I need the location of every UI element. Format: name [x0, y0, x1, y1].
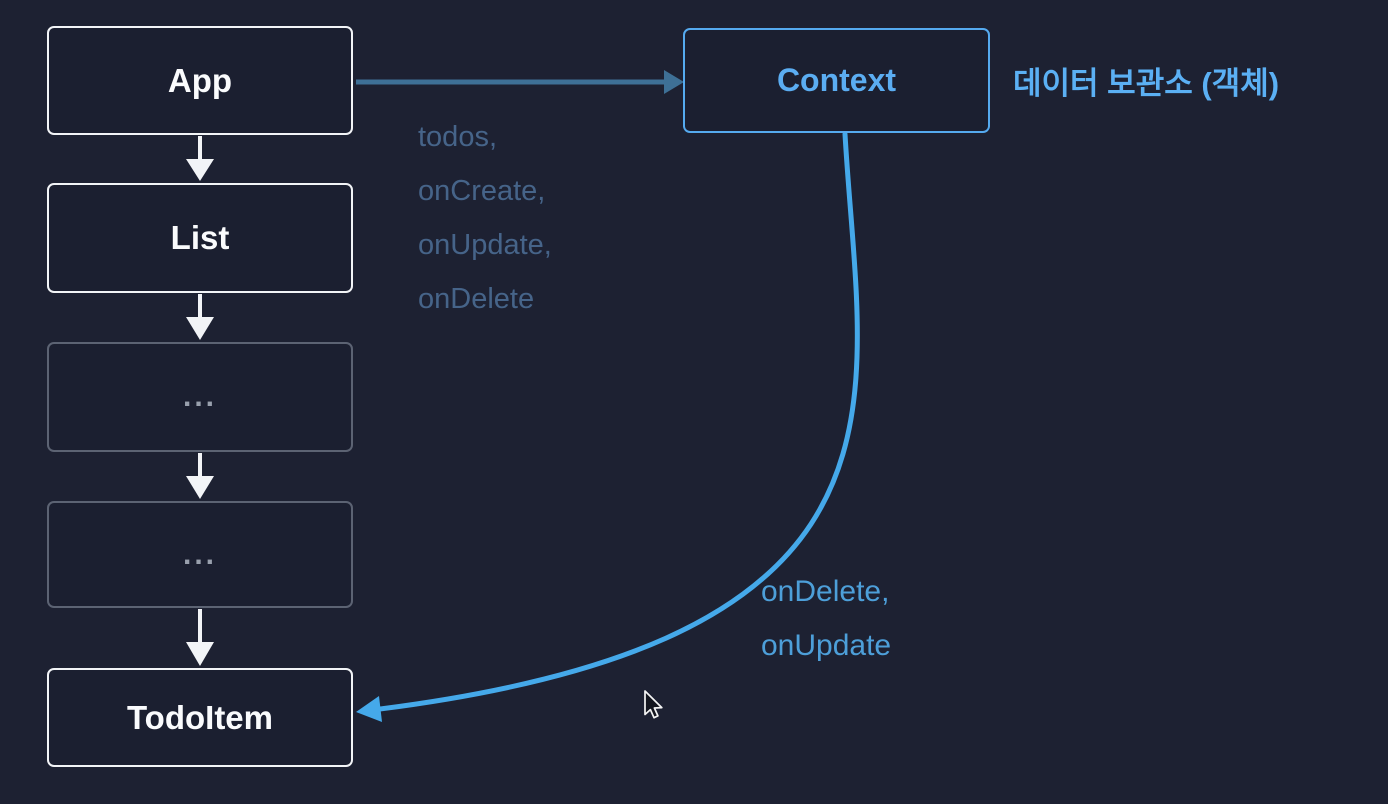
prop-label: onCreate,: [418, 175, 546, 207]
arrow-list-to-placeholder1: [186, 294, 214, 340]
arrow-placeholder1-to-placeholder2: [186, 453, 214, 499]
node-app: App: [47, 26, 353, 135]
prop-label: onDelete: [418, 283, 535, 315]
edge-label-context-to-todoitem: onDelete, onUpdate: [761, 565, 891, 673]
node-placeholder-1: ...: [47, 342, 353, 452]
node-todoitem: TodoItem: [47, 668, 353, 767]
edge-label-app-to-context: todos, onCreate, onUpdate, onDelete: [418, 110, 552, 326]
node-placeholder-2-label: ...: [182, 537, 217, 571]
context-annotation: 데이터 보관소 (객체): [1013, 66, 1280, 101]
node-app-label: App: [167, 61, 233, 99]
arrow-app-to-list: [186, 136, 214, 181]
arrow-placeholder2-to-todoitem: [186, 609, 214, 666]
prop-label: onUpdate: [761, 629, 892, 662]
node-list: List: [47, 183, 353, 293]
node-context-label: Context: [776, 62, 897, 98]
arrow-app-to-context: [356, 70, 684, 94]
node-placeholder-1-label: ...: [182, 380, 217, 413]
prop-label: onUpdate,: [418, 229, 552, 261]
prop-label: todos,: [418, 121, 497, 153]
arrow-context-to-todoitem: [356, 131, 860, 722]
node-todoitem-label: TodoItem: [126, 698, 274, 736]
mouse-cursor: [644, 690, 663, 719]
node-list-label: List: [170, 219, 230, 256]
prop-label: onDelete,: [761, 575, 890, 608]
node-placeholder-2: ...: [47, 501, 353, 608]
node-context: Context: [683, 28, 990, 133]
